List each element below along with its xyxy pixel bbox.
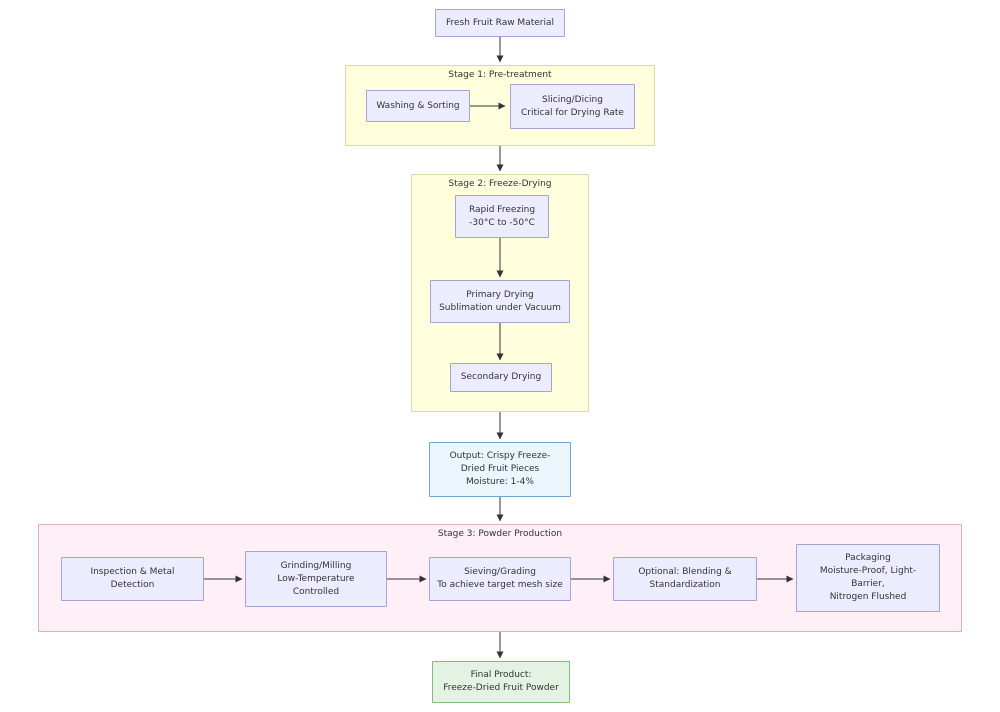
node-label: Inspection & Metal Detection <box>90 567 175 590</box>
node-label: Primary Drying Sublimation under Vacuum <box>439 289 561 313</box>
subgraph-stage3-title: Stage 3: Powder Production <box>437 529 563 539</box>
node-optional-blending-standardization: Optional: Blending & Standardization <box>613 557 757 601</box>
node-rapid-freezing: Rapid Freezing -30°C to -50°C <box>455 195 549 238</box>
node-label: Slicing/Dicing Critical for Drying Rate <box>521 94 624 118</box>
node-slicing-dicing: Slicing/Dicing Critical for Drying Rate <box>510 84 635 129</box>
node-packaging: Packaging Moisture-Proof, Light- Barrier… <box>796 544 940 612</box>
node-label: Fresh Fruit Raw Material <box>446 17 554 28</box>
node-label: Optional: Blending & Standardization <box>638 567 732 590</box>
node-label: Rapid Freezing -30°C to -50°C <box>468 204 536 228</box>
node-fresh-fruit-raw-material: Fresh Fruit Raw Material <box>435 9 565 37</box>
node-inspection-metal-detection: Inspection & Metal Detection <box>61 557 204 601</box>
node-output-freeze-dried-pieces: Output: Crispy Freeze- Dried Fruit Piece… <box>429 442 571 497</box>
node-sieving-grading: Sieving/Grading To achieve target mesh s… <box>429 557 571 601</box>
node-label: Final Product: Freeze-Dried Fruit Powder <box>443 670 559 693</box>
node-grinding-milling: Grinding/Milling Low-Temperature Control… <box>245 551 387 607</box>
node-washing-sorting: Washing & Sorting <box>366 90 470 122</box>
node-label: Grinding/Milling Low-Temperature Control… <box>277 560 355 597</box>
node-label: Sieving/Grading To achieve target mesh s… <box>437 567 563 590</box>
node-primary-drying: Primary Drying Sublimation under Vacuum <box>430 280 570 323</box>
subgraph-stage2-title: Stage 2: Freeze-Drying <box>448 179 552 189</box>
node-secondary-drying: Secondary Drying <box>450 363 552 392</box>
node-label: Output: Crispy Freeze- Dried Fruit Piece… <box>449 451 551 487</box>
node-label: Packaging Moisture-Proof, Light- Barrier… <box>819 553 917 602</box>
node-label: Washing & Sorting <box>376 100 460 111</box>
node-final-product: Final Product: Freeze-Dried Fruit Powder <box>432 661 570 703</box>
node-label: Secondary Drying <box>460 372 542 382</box>
subgraph-stage1-title: Stage 1: Pre-treatment <box>448 70 552 80</box>
